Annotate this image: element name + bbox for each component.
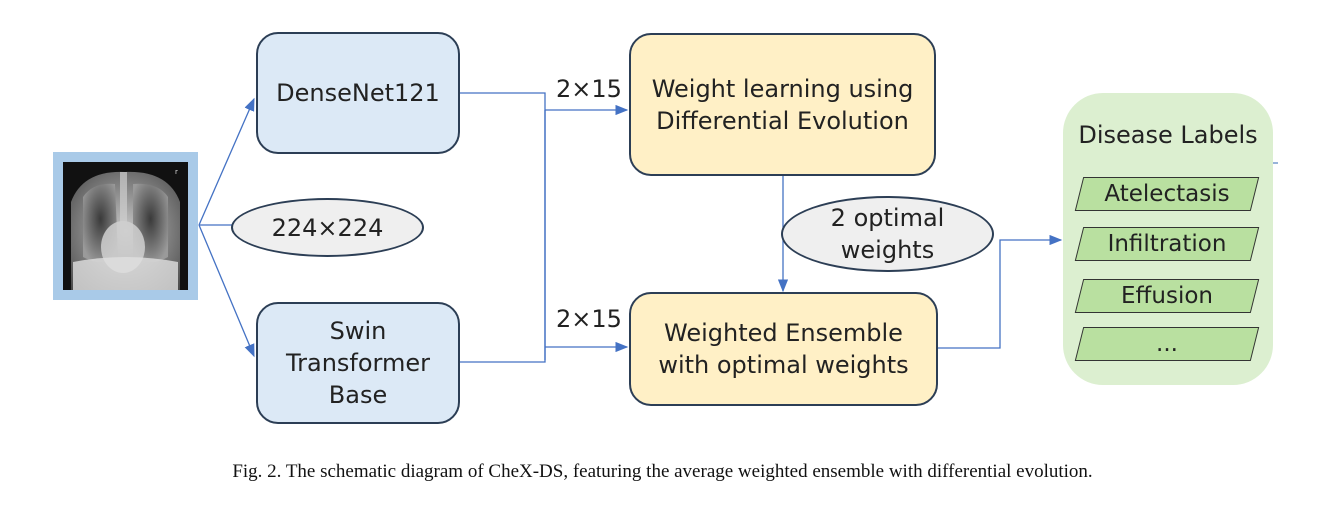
disease-labels-title: Disease Labels	[1078, 121, 1258, 149]
label-atelectasis-text: Atelectasis	[1104, 181, 1230, 207]
output-dim-top: 2×15	[556, 75, 622, 103]
swin-label-line-3: Base	[328, 381, 388, 409]
optimal-weights-ellipse: 2 optimal weights	[781, 196, 994, 272]
label-effusion: Effusion	[1074, 279, 1260, 313]
arrow-image-to-swin	[198, 224, 255, 358]
arrow-image-to-densenet	[198, 97, 255, 226]
label-atelectasis: Atelectasis	[1074, 177, 1260, 211]
swin-label-line-1: Swin	[329, 317, 387, 345]
weight-learning-line-1: Weight learning using	[651, 74, 914, 103]
chest-xray-image: r	[53, 152, 198, 300]
optimal-weights-line-1: 2 optimal	[830, 204, 945, 232]
line-swin-out	[460, 110, 546, 363]
ensemble-line-1: Weighted Ensemble	[664, 319, 903, 347]
label-effusion-text: Effusion	[1121, 283, 1213, 309]
input-size-label: 224×224	[271, 213, 384, 242]
label-infiltration: Infiltration	[1074, 227, 1260, 261]
svg-text:r: r	[175, 168, 178, 176]
weight-learning-line-2: Differential Evolution	[656, 106, 909, 135]
line-densenet-out	[460, 92, 546, 360]
weighted-ensemble-box: Weighted Ensemble with optimal weights	[629, 292, 938, 406]
label-more: ...	[1074, 327, 1260, 361]
swin-label-line-2: Transformer	[285, 349, 430, 377]
input-size-ellipse: 224×224	[231, 198, 424, 257]
label-more-text: ...	[1156, 331, 1178, 357]
densenet-box: DenseNet121	[256, 32, 460, 154]
swin-transformer-box: Swin Transformer Base	[256, 302, 460, 424]
densenet-label: DenseNet121	[276, 79, 440, 107]
optimal-weights-line-2: weights	[840, 236, 935, 264]
label-infiltration-text: Infiltration	[1107, 231, 1227, 257]
output-dim-bottom: 2×15	[556, 305, 622, 333]
arrow-ensemble-to-labels	[938, 234, 1063, 349]
weight-learning-box: Weight learning using Differential Evolu…	[629, 33, 936, 176]
figure-caption: Fig. 2. The schematic diagram of CheX-DS…	[232, 461, 1093, 482]
ensemble-line-2: with optimal weights	[658, 351, 909, 379]
